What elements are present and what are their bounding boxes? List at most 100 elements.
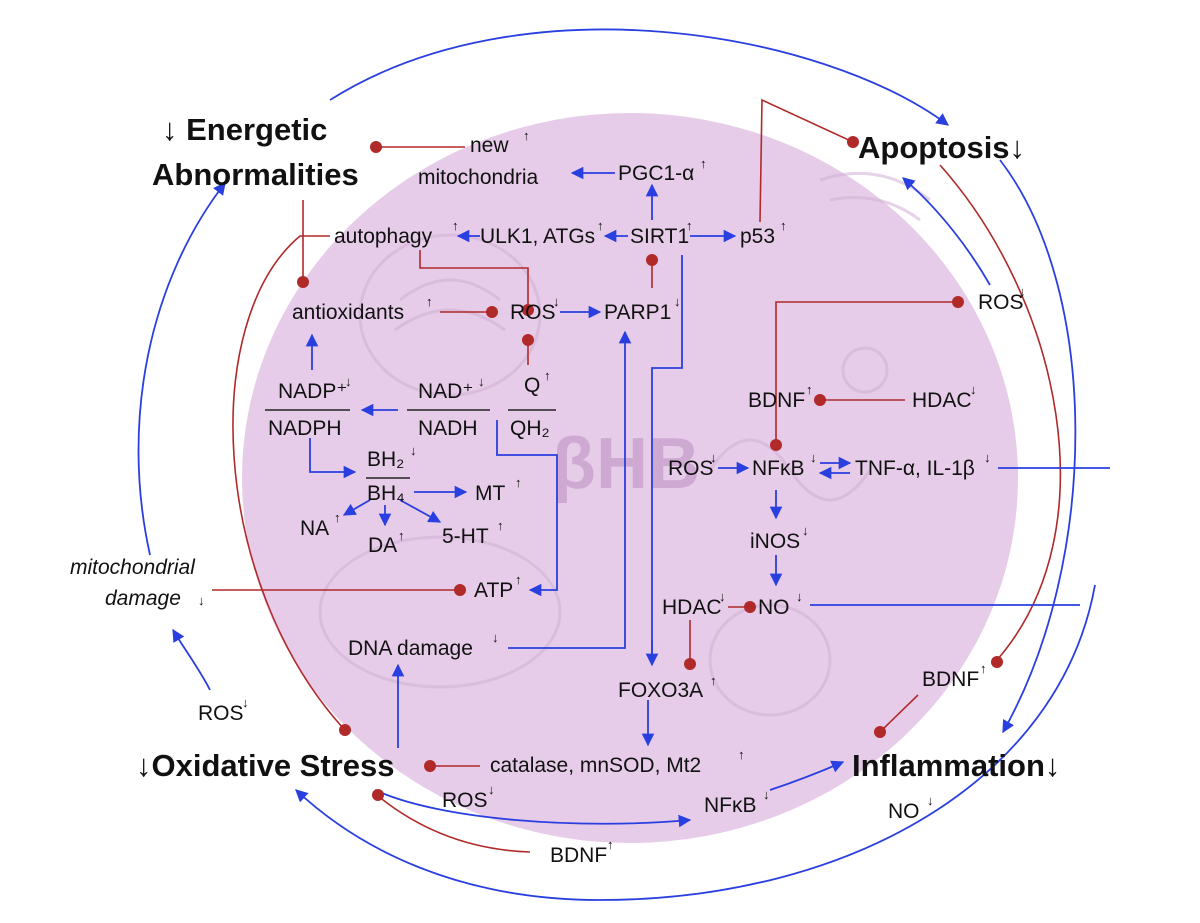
label-nadp: NADP⁺: [278, 380, 347, 403]
label-sirt1: SIRT1: [630, 225, 689, 248]
up-arrow: ↑: [523, 128, 530, 143]
inhibit-autophagy-ros: [419, 250, 529, 308]
inhibit-dot: [339, 724, 351, 736]
down-arrow: ↓: [242, 695, 249, 710]
label-mt: MT: [475, 482, 505, 505]
down-arrow: ↓: [970, 382, 977, 397]
label-nfkb: NFκB: [752, 457, 805, 480]
inhibit-dot: [486, 306, 498, 318]
node-labels: new ↑ mitochondria PGC1-α ↑ autophagy ↑ …: [70, 128, 1026, 867]
label-apoptosis: Apoptosis↓: [858, 130, 1025, 165]
down-arrow: ↓: [810, 450, 817, 465]
down-arrow: ↓: [710, 450, 717, 465]
label-ros-center: ROS: [510, 301, 556, 324]
label-q: Q: [524, 374, 540, 397]
label-bh4: BH₄: [367, 482, 405, 505]
inhibit-dot: [522, 334, 534, 346]
down-arrow: ↓: [410, 443, 417, 458]
label-bh2: BH₂: [367, 448, 404, 471]
up-arrow: ↑: [398, 528, 405, 543]
label-catalase: catalase, mnSOD, Mt2: [490, 754, 701, 777]
label-bdnf-bottom: BDNF: [550, 844, 607, 867]
label-tnf: TNF-α, IL-1β: [855, 457, 975, 480]
label-mitochondria: mitochondria: [418, 166, 539, 189]
label-pgc1a: PGC1-α: [618, 162, 694, 185]
up-arrow: ↑: [607, 837, 614, 852]
up-arrow: ↑: [497, 518, 504, 533]
inhibit-dot: [770, 439, 782, 451]
label-nad: NAD⁺: [418, 380, 473, 403]
label-nadh: NADH: [418, 417, 478, 440]
inhibit-dot: [684, 658, 696, 670]
label-nfkb-bottom: NFκB: [704, 794, 757, 817]
inhibit-dot: [370, 141, 382, 153]
inhibit-bdnf-bottom: [377, 795, 531, 853]
inhibit-bdnf-inflammation: [881, 694, 919, 731]
label-ulk1: ULK1, ATGs: [480, 225, 595, 248]
up-arrow: ↑: [710, 673, 717, 688]
label-no: NO: [758, 596, 790, 619]
up-arrow: ↑: [426, 294, 433, 309]
line-sirt1-foxo3a: [651, 255, 683, 662]
label-ros-nfkb: ROS: [668, 457, 714, 480]
down-arrow: ↓: [1019, 284, 1026, 299]
arc-ros-to-apoptosis: [902, 177, 991, 286]
arc-ros-bottom-to-nfkb: [374, 789, 692, 828]
up-arrow: ↑: [597, 218, 604, 233]
inhibit-ros-nfkb: [775, 301, 955, 443]
down-arrow: ↓: [763, 787, 770, 802]
label-bdnf-lower: BDNF: [922, 668, 979, 691]
inhibit-dot: [847, 136, 859, 148]
inhibit-dot: [874, 726, 886, 738]
down-arrow: ↓: [984, 450, 991, 465]
label-no-bottom: NO: [888, 800, 920, 823]
arc-ros-to-mito-damage: [172, 628, 211, 691]
organelle-sketches: [318, 171, 931, 717]
label-hdac-no: HDAC: [662, 596, 722, 619]
down-arrow: ↓: [492, 630, 499, 645]
label-na: NA: [300, 517, 329, 540]
down-arrow: ↓: [553, 294, 560, 309]
inhibit-dot: [646, 254, 658, 266]
inhibit-apoptosis-bdnf: [939, 164, 1062, 661]
label-nadph: NADPH: [268, 417, 342, 440]
arrow-bh4-na: [342, 499, 371, 516]
label-foxo3a: FOXO3A: [618, 679, 703, 702]
up-arrow: ↑: [806, 382, 813, 397]
label-parp1: PARP1: [604, 301, 671, 324]
arrow-nadh-atp: [496, 420, 558, 597]
down-arrow: ↓: [198, 593, 205, 608]
up-arrow: ↑: [334, 510, 341, 525]
inhibit-autophagy-oxidative: [232, 235, 344, 729]
arrow-dna-parp1: [508, 330, 632, 649]
outer-arc-mito-damage-to-energetic: [137, 182, 226, 556]
label-new: new: [470, 134, 509, 157]
arrow-nadph-bh: [309, 438, 357, 479]
inhibit-dot: [991, 656, 1003, 668]
bhb-watermark: βHB: [552, 424, 700, 504]
down-arrow: ↓: [719, 589, 726, 604]
label-inflammation: Inflammation↓: [852, 748, 1060, 783]
label-abnormalities: Abnormalities: [152, 157, 359, 192]
label-energetic: ↓ Energetic: [162, 112, 327, 147]
down-arrow: ↓: [802, 523, 809, 538]
up-arrow: ↑: [544, 368, 551, 383]
inhibit-p53-apoptosis: [759, 98, 854, 223]
major-labels: ↓ Energetic Abnormalities Apoptosis↓ ↓Ox…: [136, 112, 1060, 783]
up-arrow: ↑: [515, 572, 522, 587]
arrow-bh4-5ht: [399, 499, 442, 523]
label-hdac-right: HDAC: [912, 389, 972, 412]
cell-background: [242, 113, 1018, 843]
label-qh2: QH₂: [510, 417, 550, 440]
inhibit-dot: [372, 789, 384, 801]
label-oxidative-stress: ↓Oxidative Stress: [136, 748, 394, 783]
down-arrow: ↓: [674, 294, 681, 309]
down-arrow: ↓: [796, 589, 803, 604]
label-inos: iNOS: [750, 530, 800, 553]
up-arrow: ↑: [700, 156, 707, 171]
label-da: DA: [368, 534, 397, 557]
inhibit-dot: [424, 760, 436, 772]
label-atp: ATP: [474, 579, 513, 602]
up-arrow: ↑: [780, 218, 787, 233]
outer-arc-energetic-to-apoptosis: [329, 28, 950, 126]
